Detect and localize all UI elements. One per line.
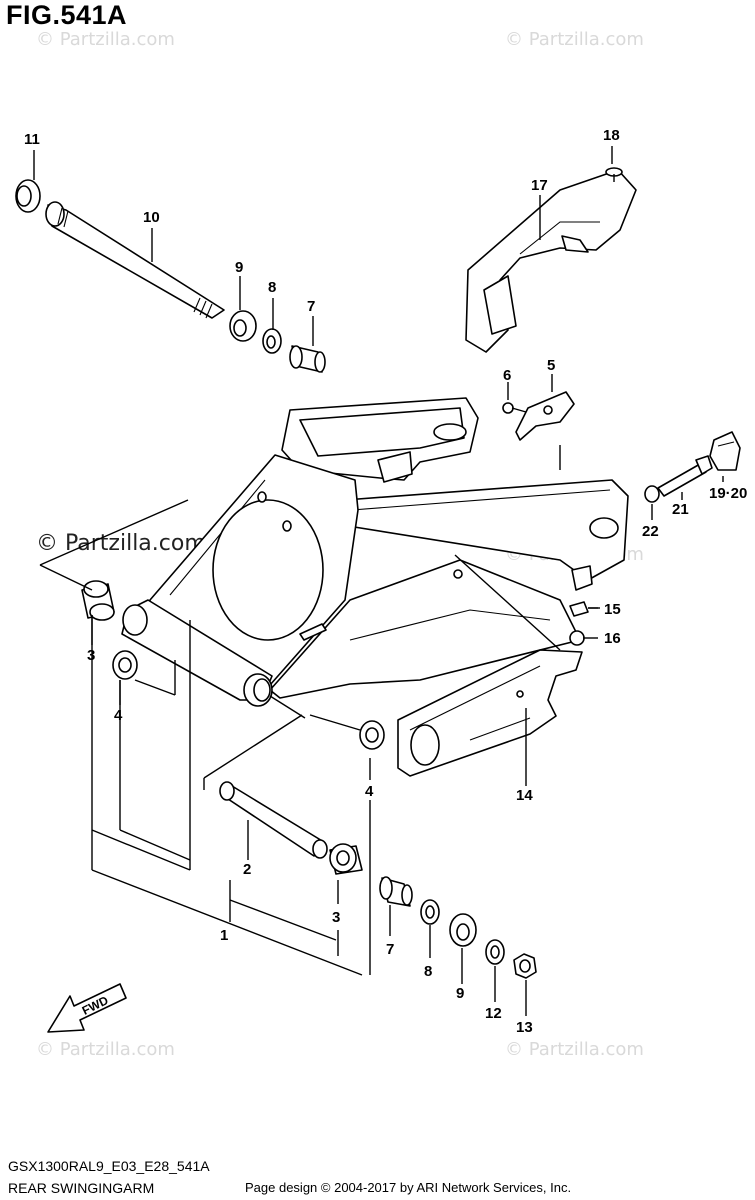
watermark: © Partzilla.com [36, 1039, 175, 1060]
part-8-washer-upper [262, 328, 282, 354]
callout: 11 [24, 131, 40, 148]
part-21-adjust-bolt [657, 455, 713, 497]
fwd-direction-arrow: FWD [47, 983, 127, 1033]
callout: 12 [485, 1005, 502, 1022]
part-22-nut [644, 485, 660, 503]
callout: 7 [307, 298, 315, 315]
callout: 19·20 [709, 485, 747, 502]
callout-labels: 11 10 9 8 7 18 17 5 6 19·20 21 22 15 16 … [24, 127, 747, 1036]
part-16-nut [569, 630, 585, 646]
part-9-seal-upper [229, 310, 257, 342]
page-credit: Page design © 2004-2017 by ARI Network S… [245, 1180, 572, 1195]
part-5-bracket [515, 391, 575, 441]
leader-lines [33, 146, 724, 1016]
watermark: © Partzilla.com [36, 29, 175, 50]
callout: 5 [547, 357, 555, 374]
section-name: REAR SWINGINGARM [8, 1180, 155, 1196]
callout: 3 [332, 909, 340, 926]
callout: 9 [456, 985, 464, 1002]
callout: 18 [603, 127, 620, 144]
callout: 6 [503, 367, 511, 384]
part-4-bearing-left [112, 650, 138, 680]
model-code: GSX1300RAL9_E03_E28_541A [8, 1158, 210, 1174]
watermark-large: © Partzilla.com [36, 531, 206, 556]
part-7-bushing-upper [289, 345, 326, 373]
part-8-washer-lower [420, 899, 440, 925]
part-2-spacer [219, 781, 328, 859]
callout: 4 [114, 707, 123, 724]
figure-title: FIG.541A [6, 0, 128, 30]
part-18-screw [605, 167, 623, 182]
part-14-chain-buffer [397, 649, 583, 777]
callout: 8 [268, 279, 276, 296]
watermark: © Partzilla.com [505, 29, 644, 50]
part-11-cap [15, 179, 41, 213]
part-10-pivot-shaft [45, 201, 225, 319]
part-7-bushing-lower [379, 876, 413, 907]
callout: 4 [365, 783, 374, 800]
callout: 2 [243, 861, 251, 878]
callout: 16 [604, 630, 621, 647]
part-17-chain-cover [465, 169, 637, 353]
part-3-bearing-lower [329, 843, 363, 875]
callout: 22 [642, 523, 659, 540]
callout: 13 [516, 1019, 533, 1036]
part-12-washer [485, 939, 505, 965]
part-4-bearing-right [359, 720, 385, 750]
callout: 14 [516, 787, 533, 804]
part-9-seal-lower [449, 913, 477, 947]
part-3-bearing-upper [81, 580, 115, 621]
callout: 1 [220, 927, 228, 944]
callout: 7 [386, 941, 394, 958]
callout: 15 [604, 601, 621, 618]
part-15-bolt [569, 601, 598, 617]
part-13-nut [513, 953, 537, 979]
callout: 17 [531, 177, 548, 194]
part-6-screw [502, 402, 527, 414]
part-19-20-adjuster [709, 431, 741, 471]
callout: 9 [235, 259, 243, 276]
part-1-swingarm [121, 397, 629, 707]
watermark: © Partzilla.com [505, 1039, 644, 1060]
callout: 8 [424, 963, 432, 980]
callout: 10 [143, 209, 160, 226]
callout: 3 [87, 647, 95, 664]
callout: 21 [672, 501, 689, 518]
